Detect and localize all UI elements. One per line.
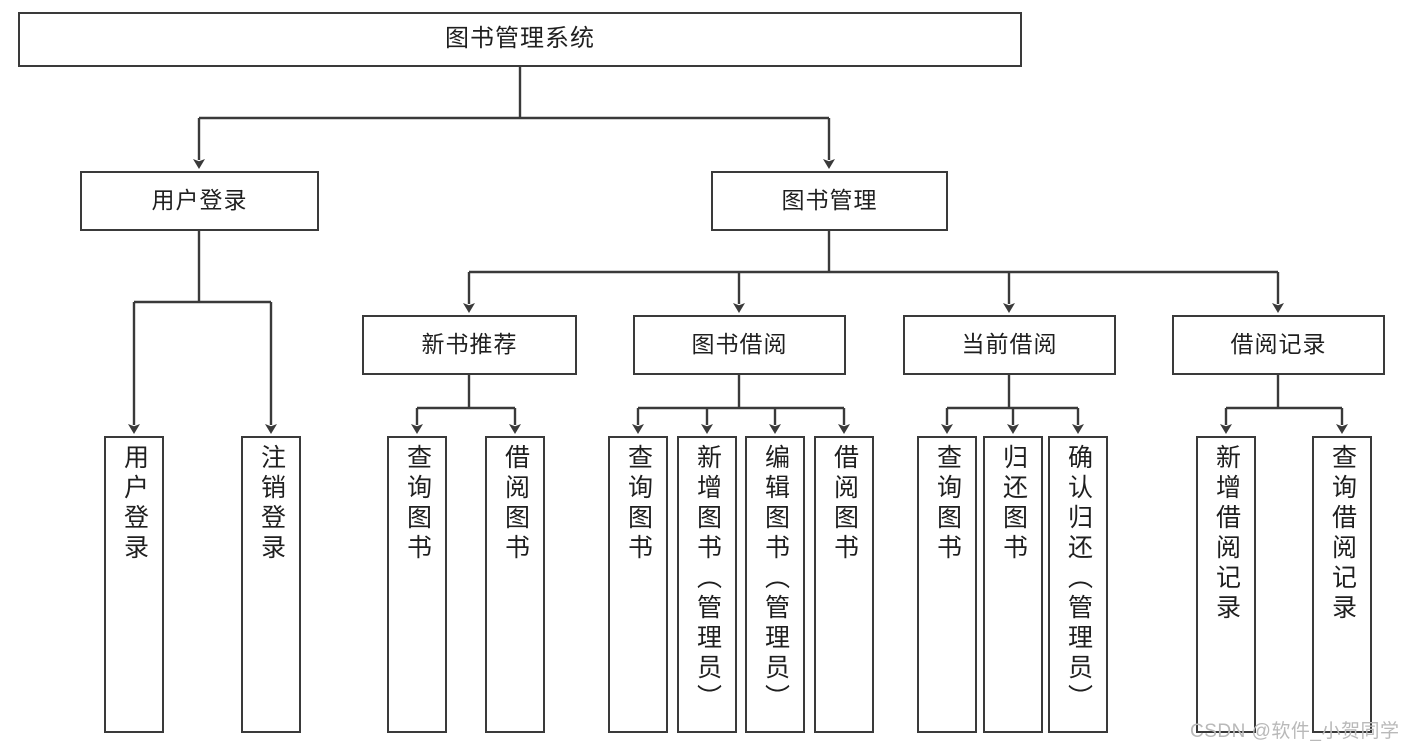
node-leaf-add-book[interactable]: 新增图书（管理员） [677, 436, 737, 733]
node-borrow-record[interactable]: 借阅记录 [1172, 315, 1385, 375]
node-user-login[interactable]: 用户登录 [80, 171, 319, 231]
node-root-label: 图书管理系统 [445, 25, 595, 53]
node-leaf-query-book-2[interactable]: 查询图书 [608, 436, 668, 733]
node-leaf-add-record-label: 新增借阅记录 [1212, 444, 1241, 624]
node-book-borrow[interactable]: 图书借阅 [633, 315, 846, 375]
node-leaf-user-logout-label: 注销登录 [257, 444, 286, 564]
node-book-manage-label: 图书管理 [781, 187, 878, 214]
node-leaf-return-book-label: 归还图书 [999, 444, 1028, 564]
node-leaf-return-book[interactable]: 归还图书 [983, 436, 1043, 733]
node-leaf-user-logout[interactable]: 注销登录 [241, 436, 301, 733]
node-current-borrow[interactable]: 当前借阅 [903, 315, 1116, 375]
node-book-borrow-label: 图书借阅 [691, 331, 788, 358]
node-leaf-query-book-3-label: 查询图书 [933, 444, 962, 564]
node-new-book-recommend[interactable]: 新书推荐 [362, 315, 577, 375]
node-leaf-query-record-label: 查询借阅记录 [1328, 444, 1357, 624]
node-leaf-query-record[interactable]: 查询借阅记录 [1312, 436, 1372, 733]
node-borrow-record-label: 借阅记录 [1230, 331, 1327, 358]
node-root[interactable]: 图书管理系统 [18, 12, 1022, 67]
node-leaf-query-book-1-label: 查询图书 [403, 444, 432, 564]
node-leaf-query-book-1[interactable]: 查询图书 [387, 436, 447, 733]
node-new-book-recommend-label: 新书推荐 [421, 331, 518, 358]
node-leaf-query-book-2-label: 查询图书 [624, 444, 653, 564]
node-leaf-borrow-book-2[interactable]: 借阅图书 [814, 436, 874, 733]
node-leaf-user-login-label: 用户登录 [120, 444, 149, 564]
node-leaf-add-book-label: 新增图书（管理员） [693, 444, 722, 714]
node-leaf-add-record[interactable]: 新增借阅记录 [1196, 436, 1256, 733]
node-leaf-borrow-book-1-label: 借阅图书 [501, 444, 530, 564]
node-leaf-borrow-book-1[interactable]: 借阅图书 [485, 436, 545, 733]
node-leaf-query-book-3[interactable]: 查询图书 [917, 436, 977, 733]
node-user-login-label: 用户登录 [151, 187, 248, 214]
node-leaf-edit-book-label: 编辑图书（管理员） [761, 444, 790, 714]
node-leaf-user-login[interactable]: 用户登录 [104, 436, 164, 733]
node-book-manage[interactable]: 图书管理 [711, 171, 948, 231]
csdn-watermark: CSDN @软件_小贺同学 [1190, 721, 1400, 742]
node-leaf-edit-book[interactable]: 编辑图书（管理员） [745, 436, 805, 733]
node-current-borrow-label: 当前借阅 [961, 331, 1058, 358]
node-leaf-confirm-return[interactable]: 确认归还（管理员） [1048, 436, 1108, 733]
node-leaf-confirm-return-label: 确认归还（管理员） [1064, 444, 1093, 714]
node-leaf-borrow-book-2-label: 借阅图书 [830, 444, 859, 564]
